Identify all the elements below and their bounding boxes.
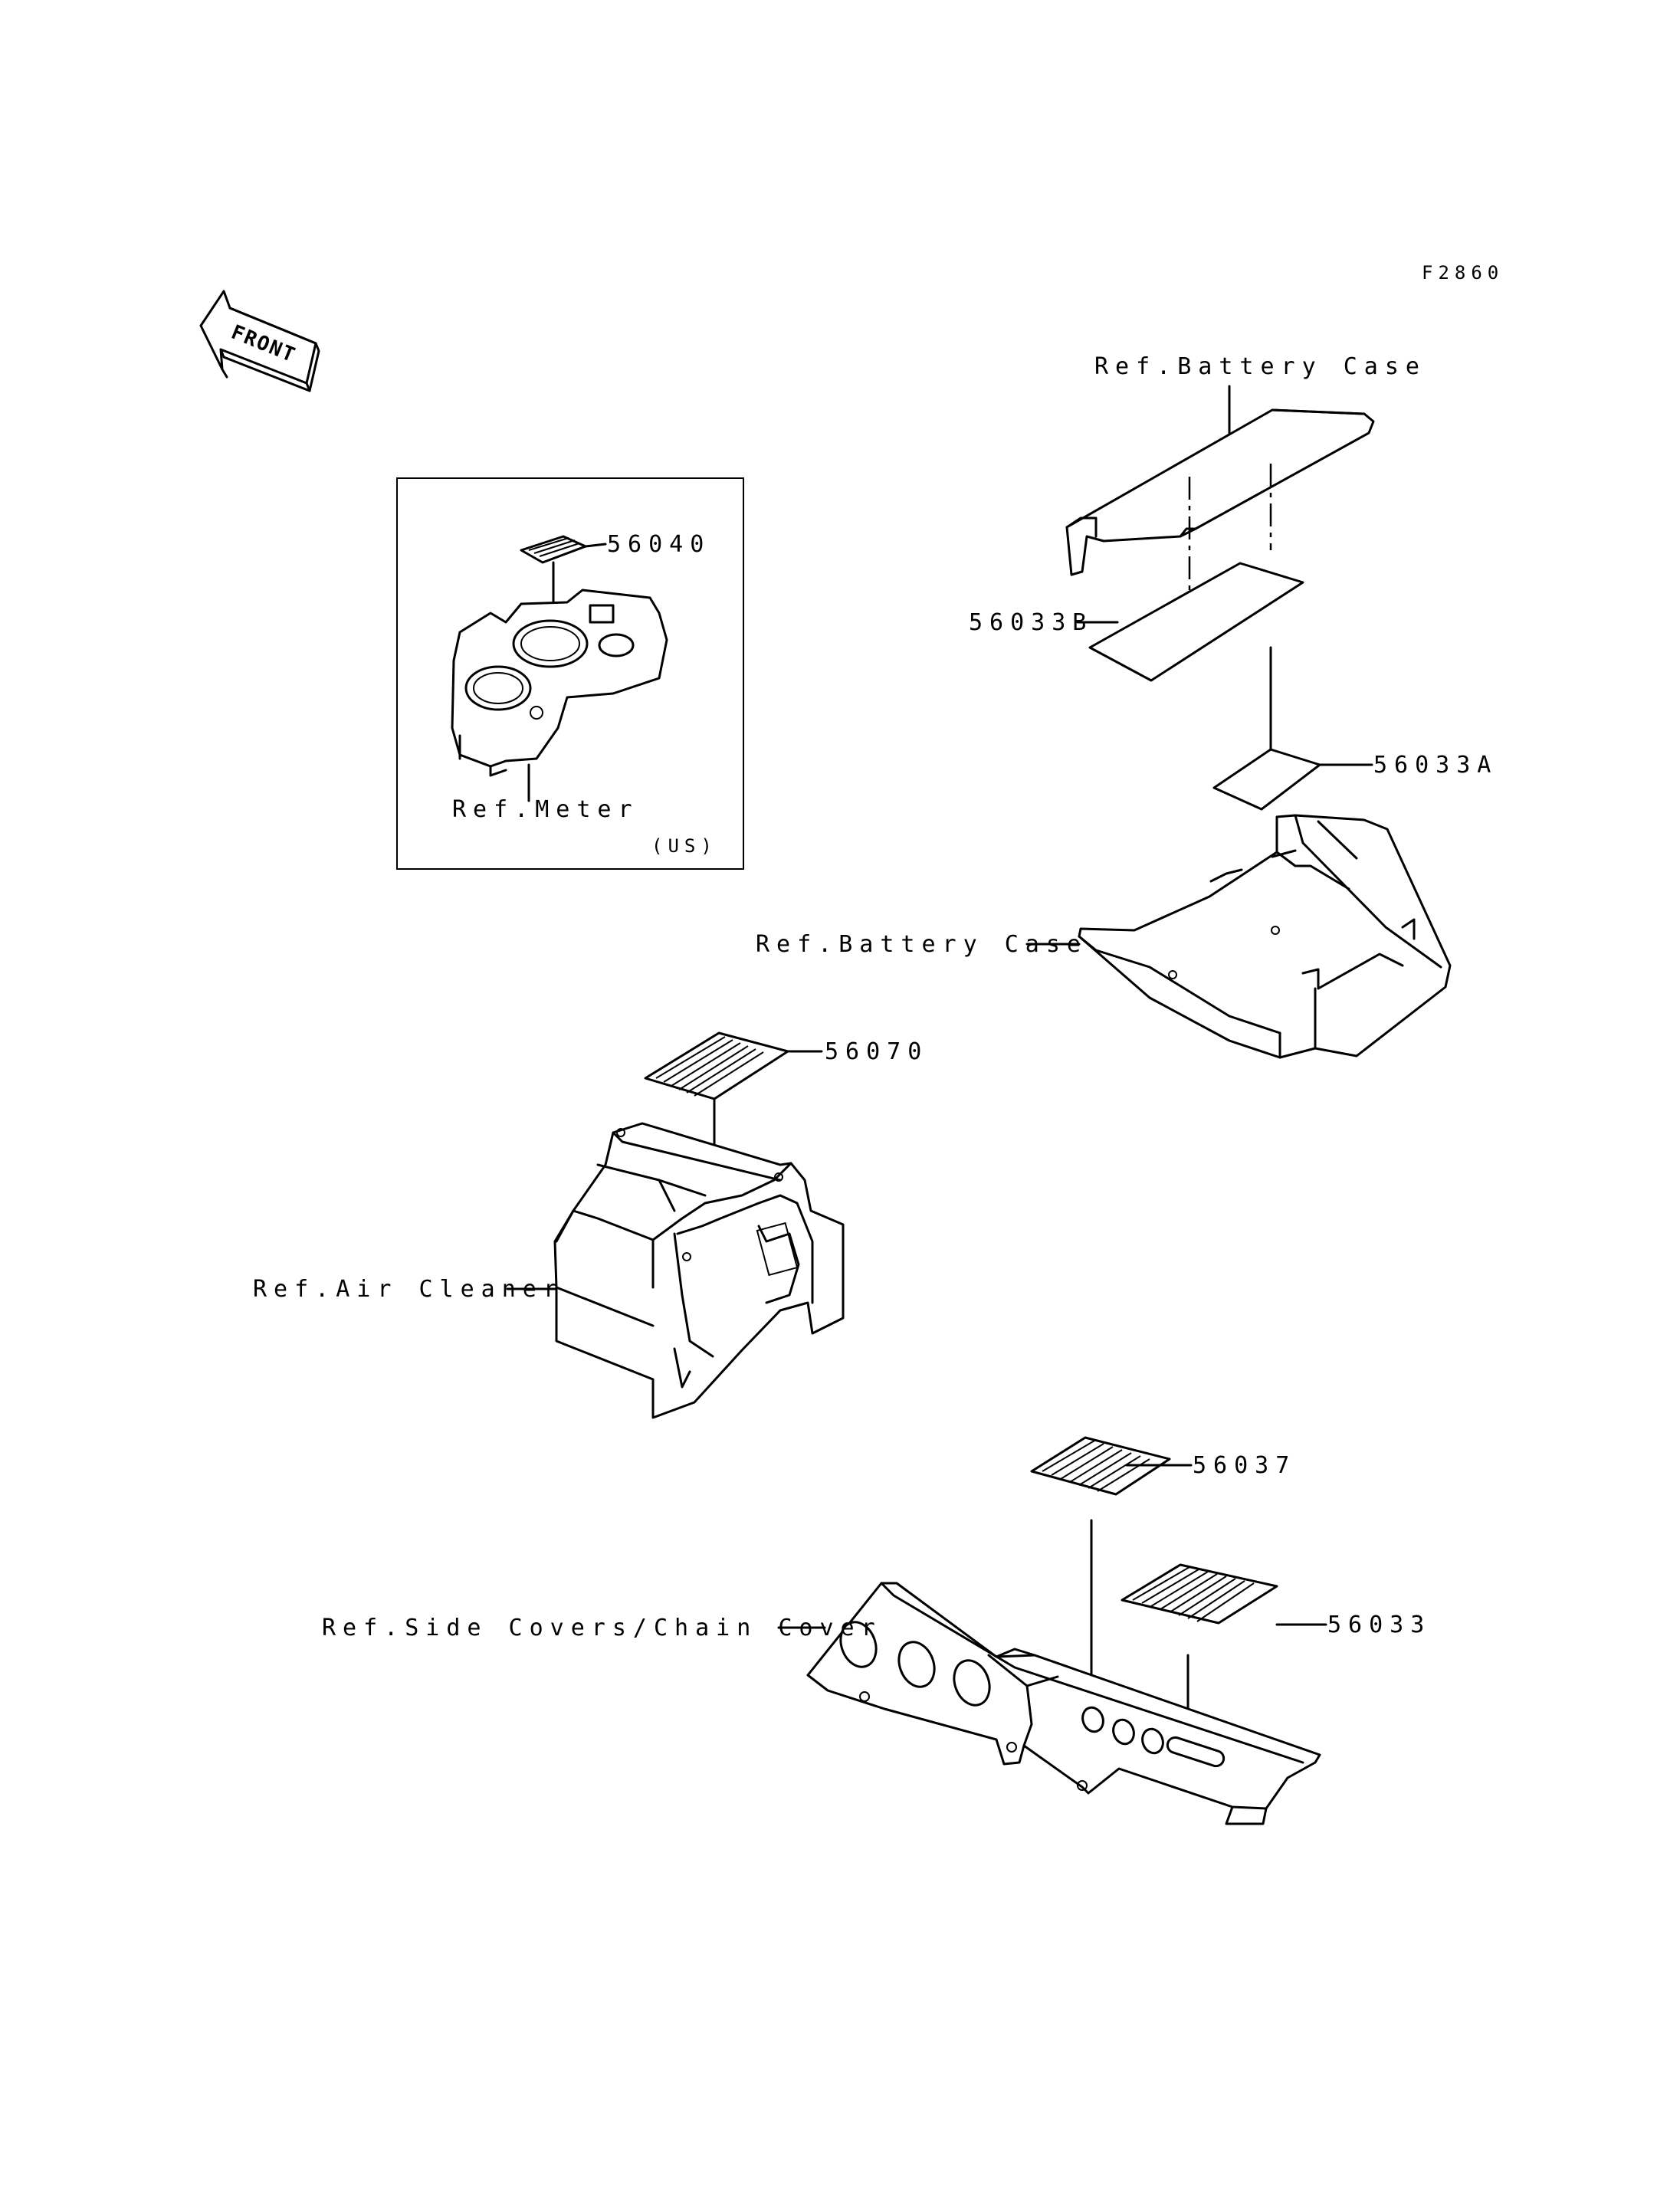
- part-number-56033b: 56033B: [969, 609, 1093, 636]
- figure-code: F2860: [1422, 262, 1504, 284]
- sticker-56037: [1030, 1436, 1171, 1496]
- front-arrow-icon: FRONT: [199, 290, 320, 392]
- part-number-56033: 56033: [1327, 1612, 1431, 1638]
- ref-meter-label: Ref.Meter: [452, 796, 639, 823]
- battery-case-lower: [1078, 814, 1452, 1059]
- ref-chain-cover-label: Ref.Side Covers/Chain Cover: [322, 1615, 882, 1641]
- chain-cover-part: [806, 1582, 1321, 1825]
- sticker-56037-stripes: [1042, 1440, 1150, 1492]
- part-number-56040: 56040: [607, 531, 710, 558]
- ref-battery-case-bottom-label: Ref.Battery Case: [756, 931, 1088, 958]
- sticker-56070-stripes: [655, 1036, 764, 1097]
- part-number-56033a: 56033A: [1373, 752, 1498, 779]
- air-cleaner-housing: [553, 1122, 845, 1419]
- part-number-56037: 56037: [1193, 1452, 1296, 1479]
- battery-case-upper: Ref.Battery Case: [1065, 353, 1426, 621]
- meter-housing: [451, 589, 668, 802]
- ref-air-cleaner-label: Ref.Air Cleaner: [253, 1276, 564, 1303]
- sticker-56033-stripes: [1132, 1566, 1255, 1622]
- part-number-56070: 56070: [825, 1038, 928, 1065]
- ref-battery-case-top-label: Ref.Battery Case: [1094, 353, 1426, 380]
- sticker-56033a: [1212, 748, 1321, 811]
- meter-inset-box: 56040 Ref.Meter (US): [396, 477, 744, 870]
- region-label: (US): [651, 835, 717, 857]
- sticker-56033b: [1088, 562, 1304, 682]
